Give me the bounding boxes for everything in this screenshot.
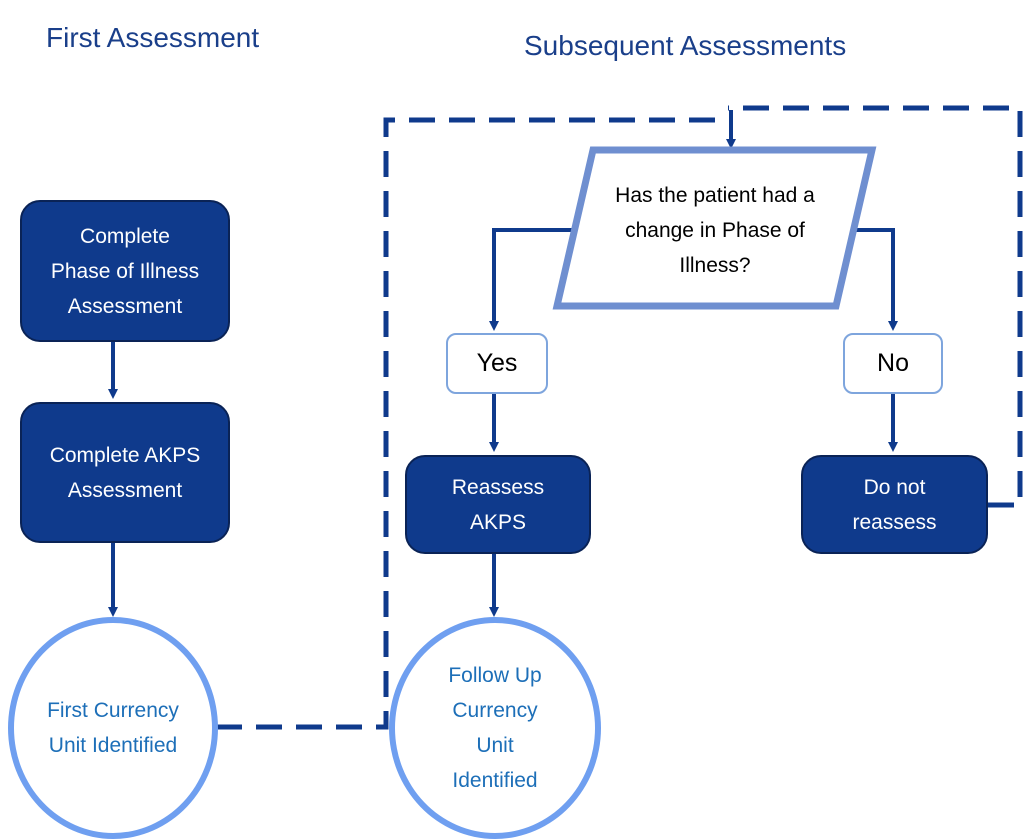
complete-phase-of-illness-box: Complete Phase of Illness Assessment: [20, 200, 230, 342]
arrow-decision-to-yes: [489, 228, 574, 331]
first-assessment-heading: First Assessment: [46, 22, 260, 53]
followup-line-3: Unit: [476, 734, 514, 757]
subsequent-assessments-heading: Subsequent Assessments: [524, 30, 847, 61]
first-currency-line-2: Unit Identified: [48, 734, 178, 757]
decision-parallelogram: [552, 146, 877, 310]
do-not-reassess-box: Do not reassess: [801, 455, 988, 554]
complete-akps-assessment-box: Complete AKPS Assessment: [20, 402, 230, 543]
reassess-line-1: Reassess: [451, 475, 545, 499]
phase-box-line-1: Complete: [80, 224, 170, 248]
reassess-line-2: AKPS: [469, 510, 526, 534]
followup-line-4: Identified: [452, 769, 538, 792]
do-not-line-1: Do not: [863, 475, 926, 499]
dashed-loop-back: [728, 105, 1023, 508]
reassess-akps-box: Reassess AKPS: [405, 455, 591, 554]
follow-up-currency-unit-circle: Follow Up Currency Unit Identified: [389, 617, 601, 839]
decision-line-3: Illness?: [679, 253, 751, 277]
decision-line-2: change in Phase of: [625, 218, 805, 242]
dashed-link-to-subsequent: [216, 117, 733, 730]
decision-question: Has the patient had a change in Phase of…: [578, 172, 852, 288]
phase-box-line-2: Phase of Illness: [50, 259, 200, 283]
yes-label-box: Yes: [446, 333, 548, 394]
followup-line-2: Currency: [452, 699, 538, 722]
phase-box-line-3: Assessment: [67, 294, 183, 318]
akps-box-line-2: Assessment: [67, 478, 183, 502]
first-currency-unit-circle: First Currency Unit Identified: [8, 617, 218, 839]
first-currency-line-1: First Currency: [47, 699, 179, 722]
arrow-decision-to-no: [853, 228, 898, 331]
do-not-line-2: reassess: [852, 510, 937, 534]
followup-line-1: Follow Up: [448, 664, 542, 687]
decision-line-1: Has the patient had a: [615, 183, 815, 207]
no-label-box: No: [843, 333, 943, 394]
akps-box-line-1: Complete AKPS: [49, 443, 201, 467]
